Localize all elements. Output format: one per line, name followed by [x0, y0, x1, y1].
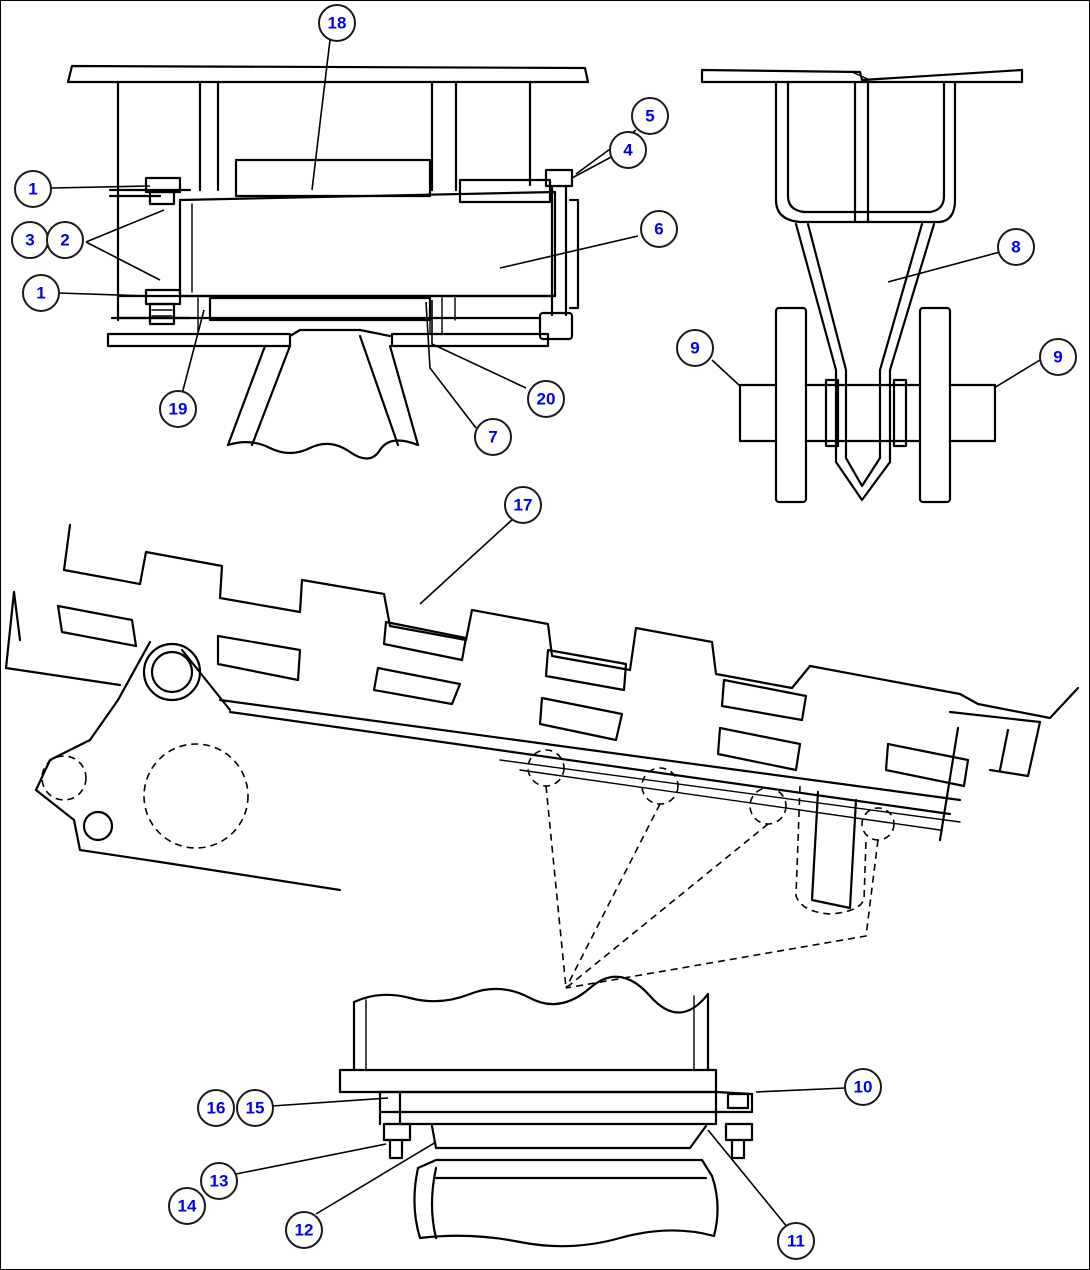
- callout-9-right: 9: [1039, 338, 1077, 376]
- callout-6: 6: [640, 210, 678, 248]
- callout-20: 20: [527, 380, 565, 418]
- top-left-assembly-view: [66, 64, 590, 460]
- svg-text:15: 15: [246, 1099, 265, 1118]
- svg-text:20: 20: [537, 390, 556, 409]
- svg-text:1: 1: [36, 284, 45, 303]
- svg-text:17: 17: [514, 496, 533, 515]
- callout-16: 16: [197, 1089, 235, 1127]
- callout-12: 12: [285, 1211, 323, 1249]
- svg-text:9: 9: [1053, 348, 1062, 367]
- callout-10: 10: [844, 1068, 882, 1106]
- callout-11: 11: [777, 1222, 815, 1260]
- svg-text:9: 9: [690, 339, 699, 358]
- svg-text:16: 16: [207, 1099, 226, 1118]
- svg-text:12: 12: [295, 1221, 314, 1240]
- callout-14: 14: [168, 1187, 206, 1225]
- svg-text:5: 5: [645, 107, 654, 126]
- middle-track-view: [4, 523, 1080, 989]
- svg-text:10: 10: [854, 1078, 873, 1097]
- svg-text:3: 3: [25, 231, 34, 250]
- svg-text:14: 14: [178, 1197, 197, 1216]
- callout-9-left: 9: [676, 329, 714, 367]
- callout-15: 15: [236, 1089, 274, 1127]
- callout-1-lower: 1: [22, 274, 60, 312]
- svg-text:6: 6: [654, 220, 663, 239]
- svg-text:11: 11: [787, 1232, 805, 1251]
- callout-4: 4: [609, 131, 647, 169]
- svg-text:4: 4: [623, 141, 633, 160]
- svg-text:1: 1: [28, 180, 37, 199]
- callout-3: 3: [11, 221, 49, 259]
- svg-text:2: 2: [60, 231, 69, 250]
- svg-text:13: 13: [210, 1172, 229, 1191]
- callout-18: 18: [318, 4, 356, 42]
- callout-2: 2: [46, 221, 84, 259]
- callout-19: 19: [159, 390, 197, 428]
- svg-text:19: 19: [169, 400, 188, 419]
- callout-1-upper: 1: [14, 170, 52, 208]
- callout-5: 5: [631, 97, 669, 135]
- top-right-wheel-view: [700, 68, 1024, 504]
- svg-text:8: 8: [1011, 238, 1020, 257]
- callout-8: 8: [997, 228, 1035, 266]
- svg-text:18: 18: [328, 14, 347, 33]
- callouts: 18 5 4 1 3 2 6 1 19 20 7 8 9 9 17 10 16 …: [11, 4, 1077, 1260]
- callout-7: 7: [474, 418, 512, 456]
- callout-13: 13: [200, 1162, 238, 1200]
- bottom-detail-view: [338, 975, 754, 1248]
- leader-lines: [51, 39, 1041, 1229]
- callout-17: 17: [504, 486, 542, 524]
- svg-text:7: 7: [488, 428, 497, 447]
